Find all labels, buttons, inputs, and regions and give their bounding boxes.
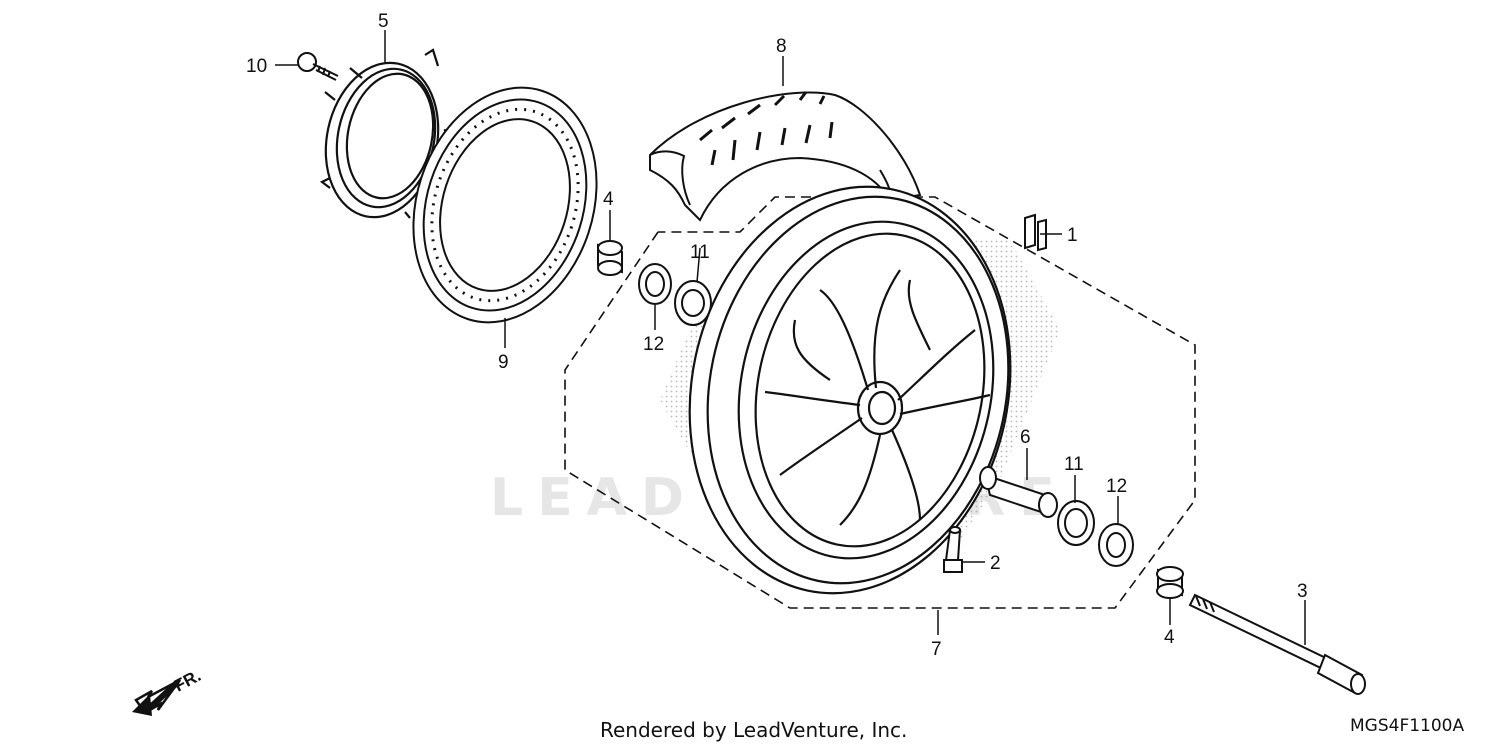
callout-12-left: 12 xyxy=(643,334,664,355)
callout-8: 8 xyxy=(776,36,787,57)
front-direction-arrow-icon: FR. xyxy=(132,666,204,716)
wheel-part-7[interactable] xyxy=(653,157,1047,624)
distance-collar-part-6[interactable] xyxy=(979,466,1058,518)
callout-12-right: 12 xyxy=(1106,476,1127,497)
bolt-part-10[interactable] xyxy=(297,52,339,81)
callout-5: 5 xyxy=(378,11,389,32)
bearing-part-11-right[interactable] xyxy=(1057,500,1095,546)
valve-part-2[interactable] xyxy=(943,526,963,573)
render-credit: Rendered by LeadVenture, Inc. xyxy=(600,718,908,742)
callout-2: 2 xyxy=(990,553,1001,574)
callout-4-right: 4 xyxy=(1164,627,1175,648)
drawing-code: MGS4F1100A xyxy=(1350,716,1465,736)
leader-lines xyxy=(275,30,1306,645)
bearing-part-11-left[interactable] xyxy=(674,280,712,326)
callout-10: 10 xyxy=(246,56,267,77)
callout-11-left: 11 xyxy=(690,242,710,263)
callout-7: 7 xyxy=(931,639,942,660)
callout-3: 3 xyxy=(1297,581,1308,602)
pulse-ring-part-5[interactable] xyxy=(312,48,454,228)
dust-seal-part-12-left[interactable] xyxy=(638,263,672,305)
assembly-outline xyxy=(564,196,1196,609)
callout-4-left: 4 xyxy=(603,189,614,210)
balance-weight-part-1[interactable] xyxy=(1024,213,1047,252)
collar-part-4-left[interactable] xyxy=(597,240,623,276)
callout-11-right: 11 xyxy=(1064,454,1084,475)
axle-part-3[interactable] xyxy=(1188,593,1366,695)
brake-disc-part-9[interactable] xyxy=(384,64,626,347)
callout-6: 6 xyxy=(1020,427,1031,448)
callout-9: 9 xyxy=(498,352,509,373)
collar-part-4-right[interactable] xyxy=(1156,566,1184,599)
dust-seal-part-12-right[interactable] xyxy=(1098,523,1134,567)
callout-1: 1 xyxy=(1067,225,1078,246)
front-direction-label: FR. xyxy=(171,666,204,696)
